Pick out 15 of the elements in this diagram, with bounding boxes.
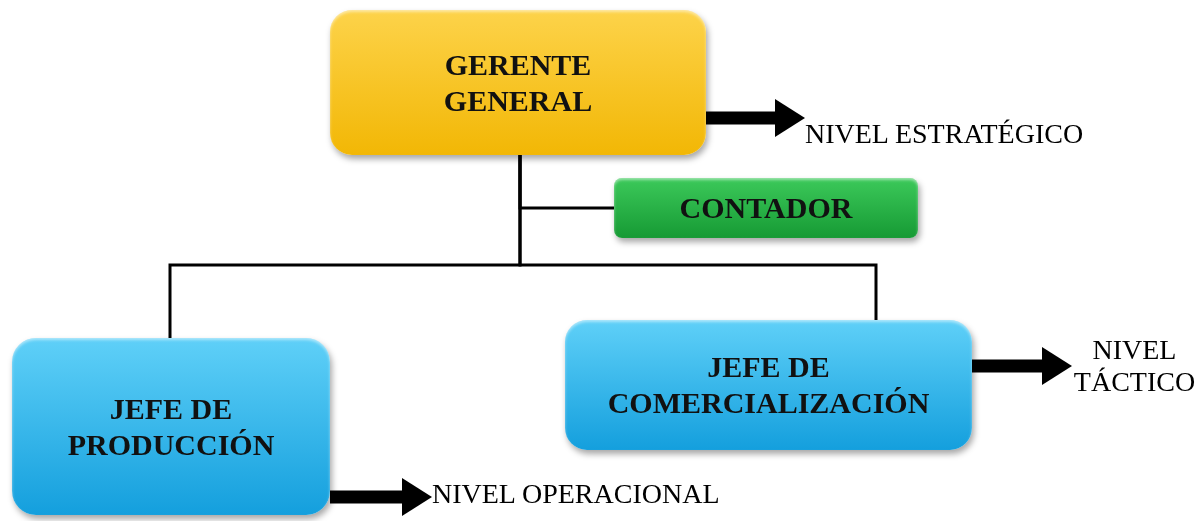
block-arrow — [972, 347, 1072, 385]
level-label: NIVEL ESTRATÉGICO — [805, 117, 1084, 150]
level-label: NIVEL OPERACIONAL — [432, 478, 720, 511]
box-title: GERENTE GENERAL — [442, 46, 594, 119]
production-box — [12, 338, 330, 515]
box-title: JEFE DE COMERCIALIZACIÓN — [606, 349, 931, 421]
box-title: JEFE DE PRODUCCIÓN — [66, 390, 276, 463]
sales-box — [565, 320, 972, 450]
manager-box — [330, 10, 706, 155]
accountant-box — [614, 178, 918, 238]
block-arrow — [330, 478, 432, 516]
block-arrow — [706, 99, 805, 137]
connector-line — [518, 155, 878, 320]
box-title: CONTADOR — [679, 190, 853, 226]
level-label: NIVEL TÁCTICO — [1072, 333, 1197, 399]
